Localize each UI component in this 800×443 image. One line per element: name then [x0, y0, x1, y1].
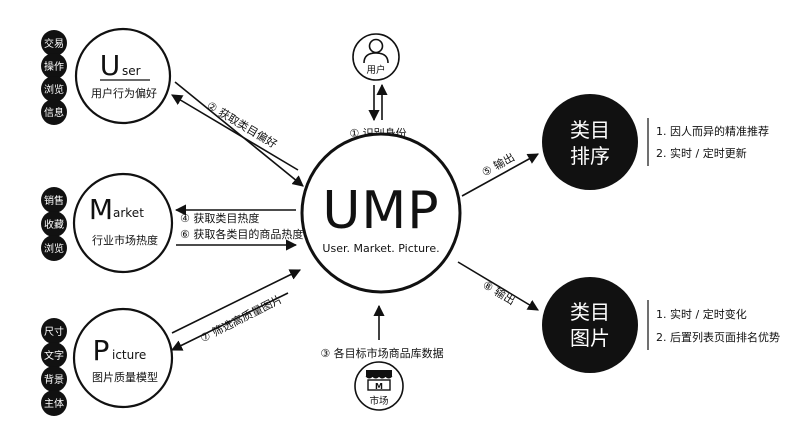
arrow-ump-to-user: [171, 94, 299, 171]
arrow-ump-to-picture: [170, 292, 289, 351]
tag-user-trade: 交易: [41, 30, 67, 56]
arrow-ump-to-ranking: [461, 153, 539, 197]
ump-core-node: UMP User. Market. Picture.: [300, 132, 462, 294]
ranking-note-1: 1. 因人而异的精准推荐: [656, 124, 769, 138]
picture-output-line2: 图片: [570, 326, 610, 350]
edge-label-get-category-heat: ④ 获取类目热度: [180, 211, 259, 225]
tag-user-browse: 浏览: [41, 76, 67, 102]
svg-text:主体: 主体: [44, 398, 64, 410]
user-rest: ser: [122, 64, 141, 78]
picture-initial: P: [93, 334, 110, 367]
ranking-line1: 类目: [570, 118, 610, 142]
tag-picture-background: 背景: [41, 366, 67, 392]
picture-output-note-2: 2. 后置列表页面排名优势: [656, 330, 780, 344]
svg-text:信息: 信息: [44, 106, 64, 119]
edges: [170, 81, 539, 351]
shop-icon: M: [365, 370, 393, 391]
edge-label-get-product-heat: ⑥ 获取各类目的商品热度: [180, 227, 303, 241]
tag-user-info: 信息: [41, 99, 67, 125]
user-node: U ser 用户行为偏好: [74, 27, 172, 125]
user-initial: U: [100, 49, 121, 82]
market-caption: 行业市场热度: [92, 233, 158, 247]
svg-text:收藏: 收藏: [44, 218, 64, 231]
ranking-note-2: 2. 实时 / 定时更新: [656, 146, 747, 160]
tag-picture-subject: 主体: [41, 390, 67, 416]
svg-text:交易: 交易: [44, 37, 64, 50]
svg-text:背景: 背景: [44, 373, 64, 386]
user-tags: 交易 操作 浏览 信息: [41, 30, 67, 125]
edge-label-output-picture: ⑧ 输出: [480, 277, 518, 307]
market-rest: arket: [113, 206, 144, 220]
arrow-ump-to-picture-output: [457, 261, 539, 311]
person-icon: [363, 38, 389, 64]
market-source-label: 市场: [369, 395, 388, 407]
user-source-label: 用户: [366, 64, 385, 76]
tag-picture-size: 尺寸: [41, 318, 67, 344]
category-ranking-output: 类目 排序 1. 因人而异的精准推荐 2. 实时 / 定时更新: [542, 94, 769, 190]
edge-label-get-category-preference: ② 获取类目偏好: [204, 98, 279, 151]
svg-text:操作: 操作: [44, 60, 64, 73]
picture-output-note-1: 1. 实时 / 定时变化: [656, 307, 747, 321]
tag-market-favorite: 收藏: [41, 211, 67, 237]
ump-title: UMP: [322, 181, 439, 241]
tag-user-operation: 操作: [41, 53, 67, 79]
user-caption: 用户行为偏好: [91, 86, 157, 100]
market-initial: M: [89, 193, 113, 226]
picture-caption: 图片质量模型: [92, 370, 158, 384]
market-node: M arket 行业市场热度: [72, 172, 174, 274]
edge-label-output-ranking: ⑤ 输出: [479, 150, 517, 179]
ranking-line2: 排序: [570, 144, 610, 168]
svg-text:M: M: [375, 382, 383, 391]
picture-node: P icture 图片质量模型: [72, 307, 174, 409]
ump-subtitle: User. Market. Picture.: [322, 242, 439, 255]
picture-tags: 尺寸 文字 背景 主体: [41, 318, 67, 416]
market-tags: 销售 收藏 浏览: [41, 187, 67, 261]
svg-text:浏览: 浏览: [44, 83, 64, 96]
svg-text:浏览: 浏览: [44, 242, 64, 255]
category-picture-output: 类目 图片 1. 实时 / 定时变化 2. 后置列表页面排名优势: [542, 277, 780, 373]
picture-rest: icture: [112, 348, 146, 362]
tag-picture-text: 文字: [41, 342, 67, 368]
tag-market-browse: 浏览: [41, 235, 67, 261]
edge-label-market-data: ③ 各目标市场商品库数据: [320, 346, 443, 360]
user-source-node: 用户: [352, 33, 400, 81]
svg-text:尺寸: 尺寸: [44, 325, 64, 338]
svg-text:销售: 销售: [44, 194, 64, 207]
svg-text:文字: 文字: [44, 349, 64, 362]
picture-output-line1: 类目: [570, 300, 610, 324]
market-source-node: M 市场: [354, 361, 404, 411]
arrow-picture-to-ump: [171, 269, 302, 334]
tag-market-sales: 销售: [41, 187, 67, 213]
